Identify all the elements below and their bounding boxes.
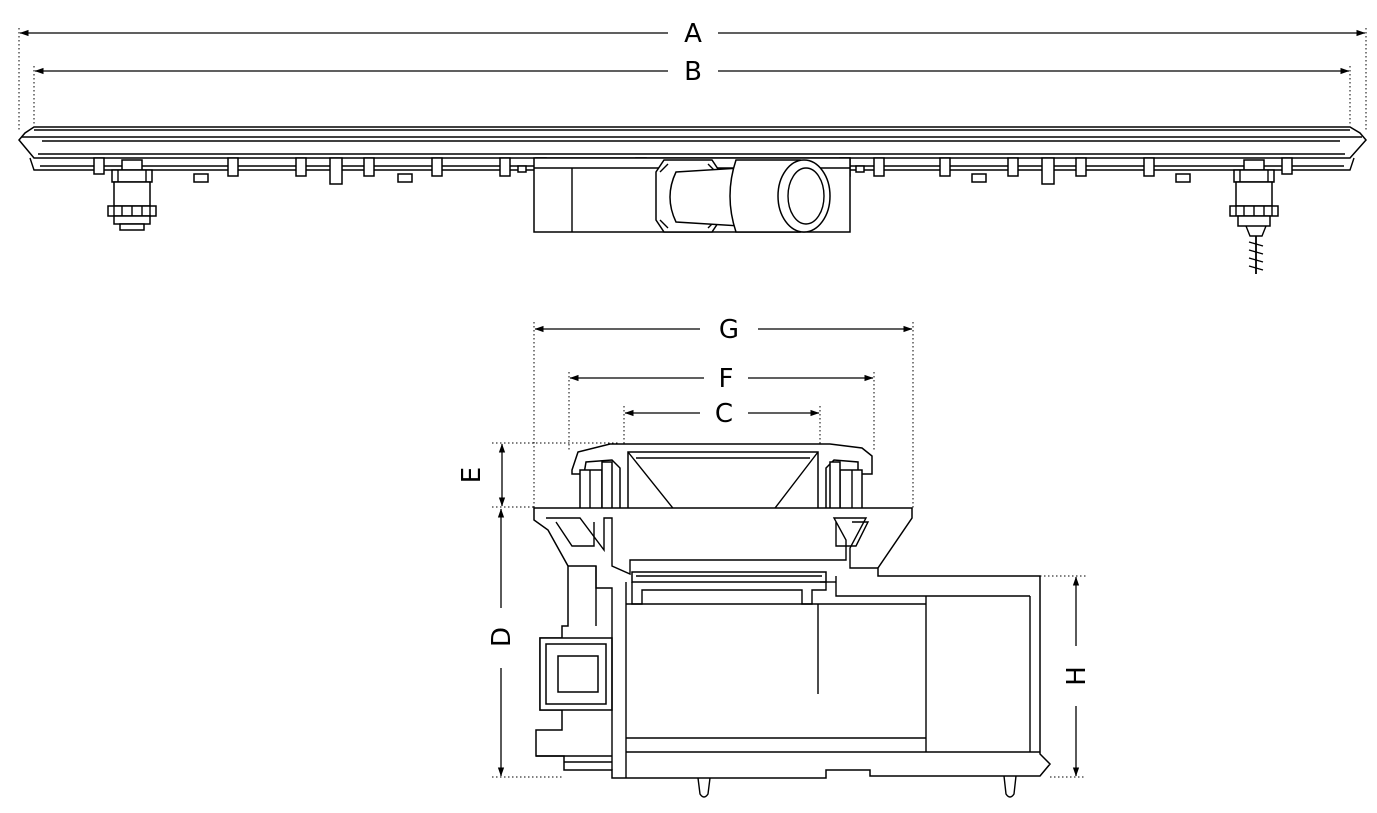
dimension-b: B: [33, 57, 1351, 124]
dimension-f: F: [568, 364, 875, 450]
drain-side-view: A B: [18, 19, 1367, 274]
dimension-g: G: [533, 315, 914, 508]
channel-body: [533, 507, 1052, 798]
dimension-a: A: [18, 19, 1367, 132]
drain-channel: [18, 126, 1367, 171]
dimension-label-b: B: [684, 57, 702, 87]
dimension-label-f: F: [719, 364, 734, 394]
dimension-c: C: [623, 399, 821, 448]
central-outlet: [533, 157, 851, 233]
dimension-h: H: [1040, 575, 1092, 778]
dimension-label-c: C: [715, 399, 733, 429]
dimension-label-a: A: [684, 19, 702, 49]
left-leveling-foot: [107, 159, 157, 231]
drain-cross-section: G F C E D: [457, 315, 1092, 798]
dimension-label-h: H: [1062, 666, 1092, 686]
dimension-label-g: G: [719, 315, 739, 345]
dimension-d: D: [487, 508, 564, 778]
dimension-e: E: [457, 442, 620, 508]
right-leveling-foot: [1229, 159, 1279, 274]
dimension-label-e: E: [457, 467, 487, 483]
dimension-label-d: D: [487, 627, 517, 647]
grate: [571, 443, 873, 513]
